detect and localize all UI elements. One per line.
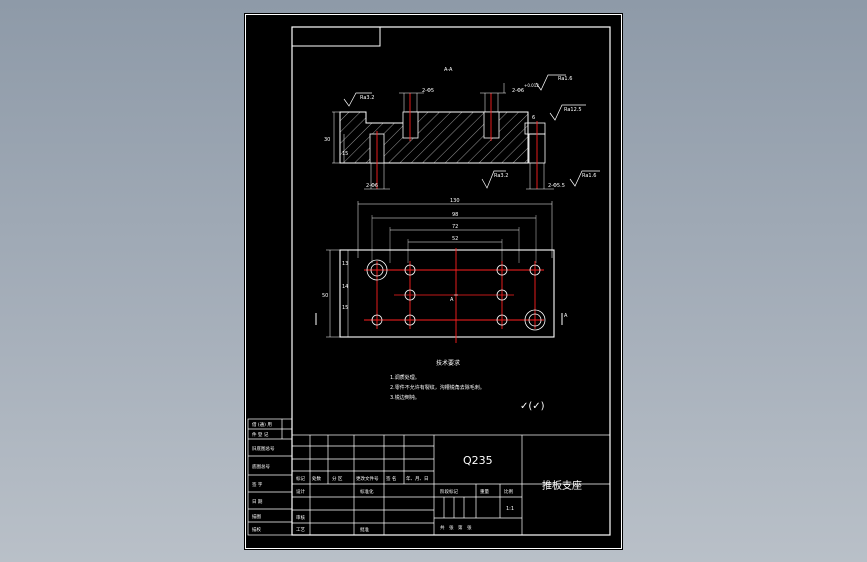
tb-process: 工艺 bbox=[296, 527, 305, 533]
note-item-3: 3.锐边倒钝。 bbox=[390, 394, 420, 401]
dim-2: 98 bbox=[452, 212, 458, 218]
technical-notes: 技术要求 1.调质处理。 2.零件不允许有裂纹，沟槽锐角去除毛刺。 3.锐边倒钝… bbox=[390, 359, 545, 412]
roughness-bottom-right: Ra1.6 bbox=[582, 173, 596, 179]
tb-label-change-doc: 更改文件号 bbox=[356, 475, 379, 482]
hole-callout-4: 2-Φ5.5 bbox=[548, 183, 565, 189]
roughness-bottom-mid: Ra3.2 bbox=[494, 173, 508, 179]
tb-label-signature: 签 名 bbox=[386, 475, 396, 482]
tb-weight-label: 重量 bbox=[480, 488, 489, 495]
lower-dim: 15 bbox=[342, 151, 348, 157]
dim-3: 72 bbox=[452, 224, 458, 230]
small-dim: 6 bbox=[532, 115, 535, 121]
drawing-sheet: A-A bbox=[244, 13, 623, 550]
notes-title: 技术要求 bbox=[436, 359, 460, 367]
plan-body bbox=[339, 249, 555, 338]
strip-label-5: 签 字 bbox=[252, 481, 263, 488]
tb-label-date: 年、月、日 bbox=[406, 475, 429, 482]
code-box bbox=[291, 26, 381, 47]
section-body bbox=[339, 111, 529, 164]
title-block-text: 标记 处数 分 区 更改文件号 签 名 年、月、日 设计 标准化 审核 工艺 批… bbox=[296, 454, 582, 533]
hole-callout-3: 2-Φ6 bbox=[366, 183, 378, 189]
tb-approve: 批准 bbox=[360, 526, 369, 533]
tb-standard: 标准化 bbox=[360, 488, 374, 495]
view-label: A-A bbox=[444, 67, 453, 73]
tb-stage-label: 阶段标记 bbox=[440, 488, 458, 495]
tb-label-zone: 分 区 bbox=[332, 475, 343, 482]
dim-4: 52 bbox=[452, 236, 458, 242]
strip-label-6: 日 期 bbox=[252, 499, 263, 505]
general-roughness-symbol: ✓(✓) bbox=[520, 401, 545, 412]
tb-label-mark: 标记 bbox=[296, 475, 305, 482]
strip-label-8: 描校 bbox=[252, 526, 261, 533]
tb-design: 设计 bbox=[296, 488, 305, 495]
hole-callout-2: 2-Φ6 bbox=[512, 88, 524, 94]
hole-callout-1: 2-Φ5 bbox=[422, 88, 434, 94]
roughness-right: Ra12.5 bbox=[564, 107, 582, 113]
dim-left-2: 14 bbox=[342, 284, 348, 290]
note-item-2: 2.零件不允许有裂纹，沟槽锐角去除毛刺。 bbox=[390, 384, 485, 391]
drawing-canvas: A-A bbox=[245, 14, 622, 549]
dim-overall: 130 bbox=[450, 198, 460, 204]
strip-label-4: 底图总号 bbox=[252, 463, 270, 470]
tb-sheets: 共 张 第 张 bbox=[440, 524, 472, 531]
left-strip-labels: 借 (通) 用 件 登 记 旧底图总号 底图总号 签 字 日 期 描图 描校 bbox=[252, 421, 275, 533]
part-name: 推板支座 bbox=[542, 479, 582, 492]
section-view: A-A bbox=[324, 67, 600, 190]
tb-label-count: 处数 bbox=[312, 475, 321, 482]
strip-label-1: 借 (通) 用 bbox=[252, 421, 272, 428]
height-dim: 30 bbox=[324, 137, 330, 143]
title-block bbox=[291, 434, 611, 536]
roughness-left: Ra3.2 bbox=[360, 95, 374, 101]
dim-left-3: 15 bbox=[342, 305, 348, 311]
material: Q235 bbox=[463, 454, 493, 467]
dim-height: 50 bbox=[322, 293, 328, 299]
scale-value: 1:1 bbox=[506, 506, 514, 512]
dim-left-1: 13 bbox=[342, 261, 348, 267]
tb-scale-label: 比例 bbox=[504, 488, 513, 495]
strip-label-7: 描图 bbox=[252, 513, 261, 520]
note-item-1: 1.调质处理。 bbox=[390, 374, 420, 381]
tb-review: 审核 bbox=[296, 514, 305, 521]
roughness-top-right: Ra1.6 bbox=[558, 76, 572, 82]
tolerance: +0.012 bbox=[524, 83, 539, 88]
strip-label-2: 件 登 记 bbox=[252, 431, 269, 438]
strip-label-3: 旧底图总号 bbox=[252, 445, 275, 452]
outer-border bbox=[245, 14, 622, 549]
section-mark-right: A bbox=[564, 313, 568, 319]
plan-view: 130 98 72 52 50 13 14 15 bbox=[315, 198, 568, 343]
section-mark-center: A bbox=[450, 297, 454, 303]
